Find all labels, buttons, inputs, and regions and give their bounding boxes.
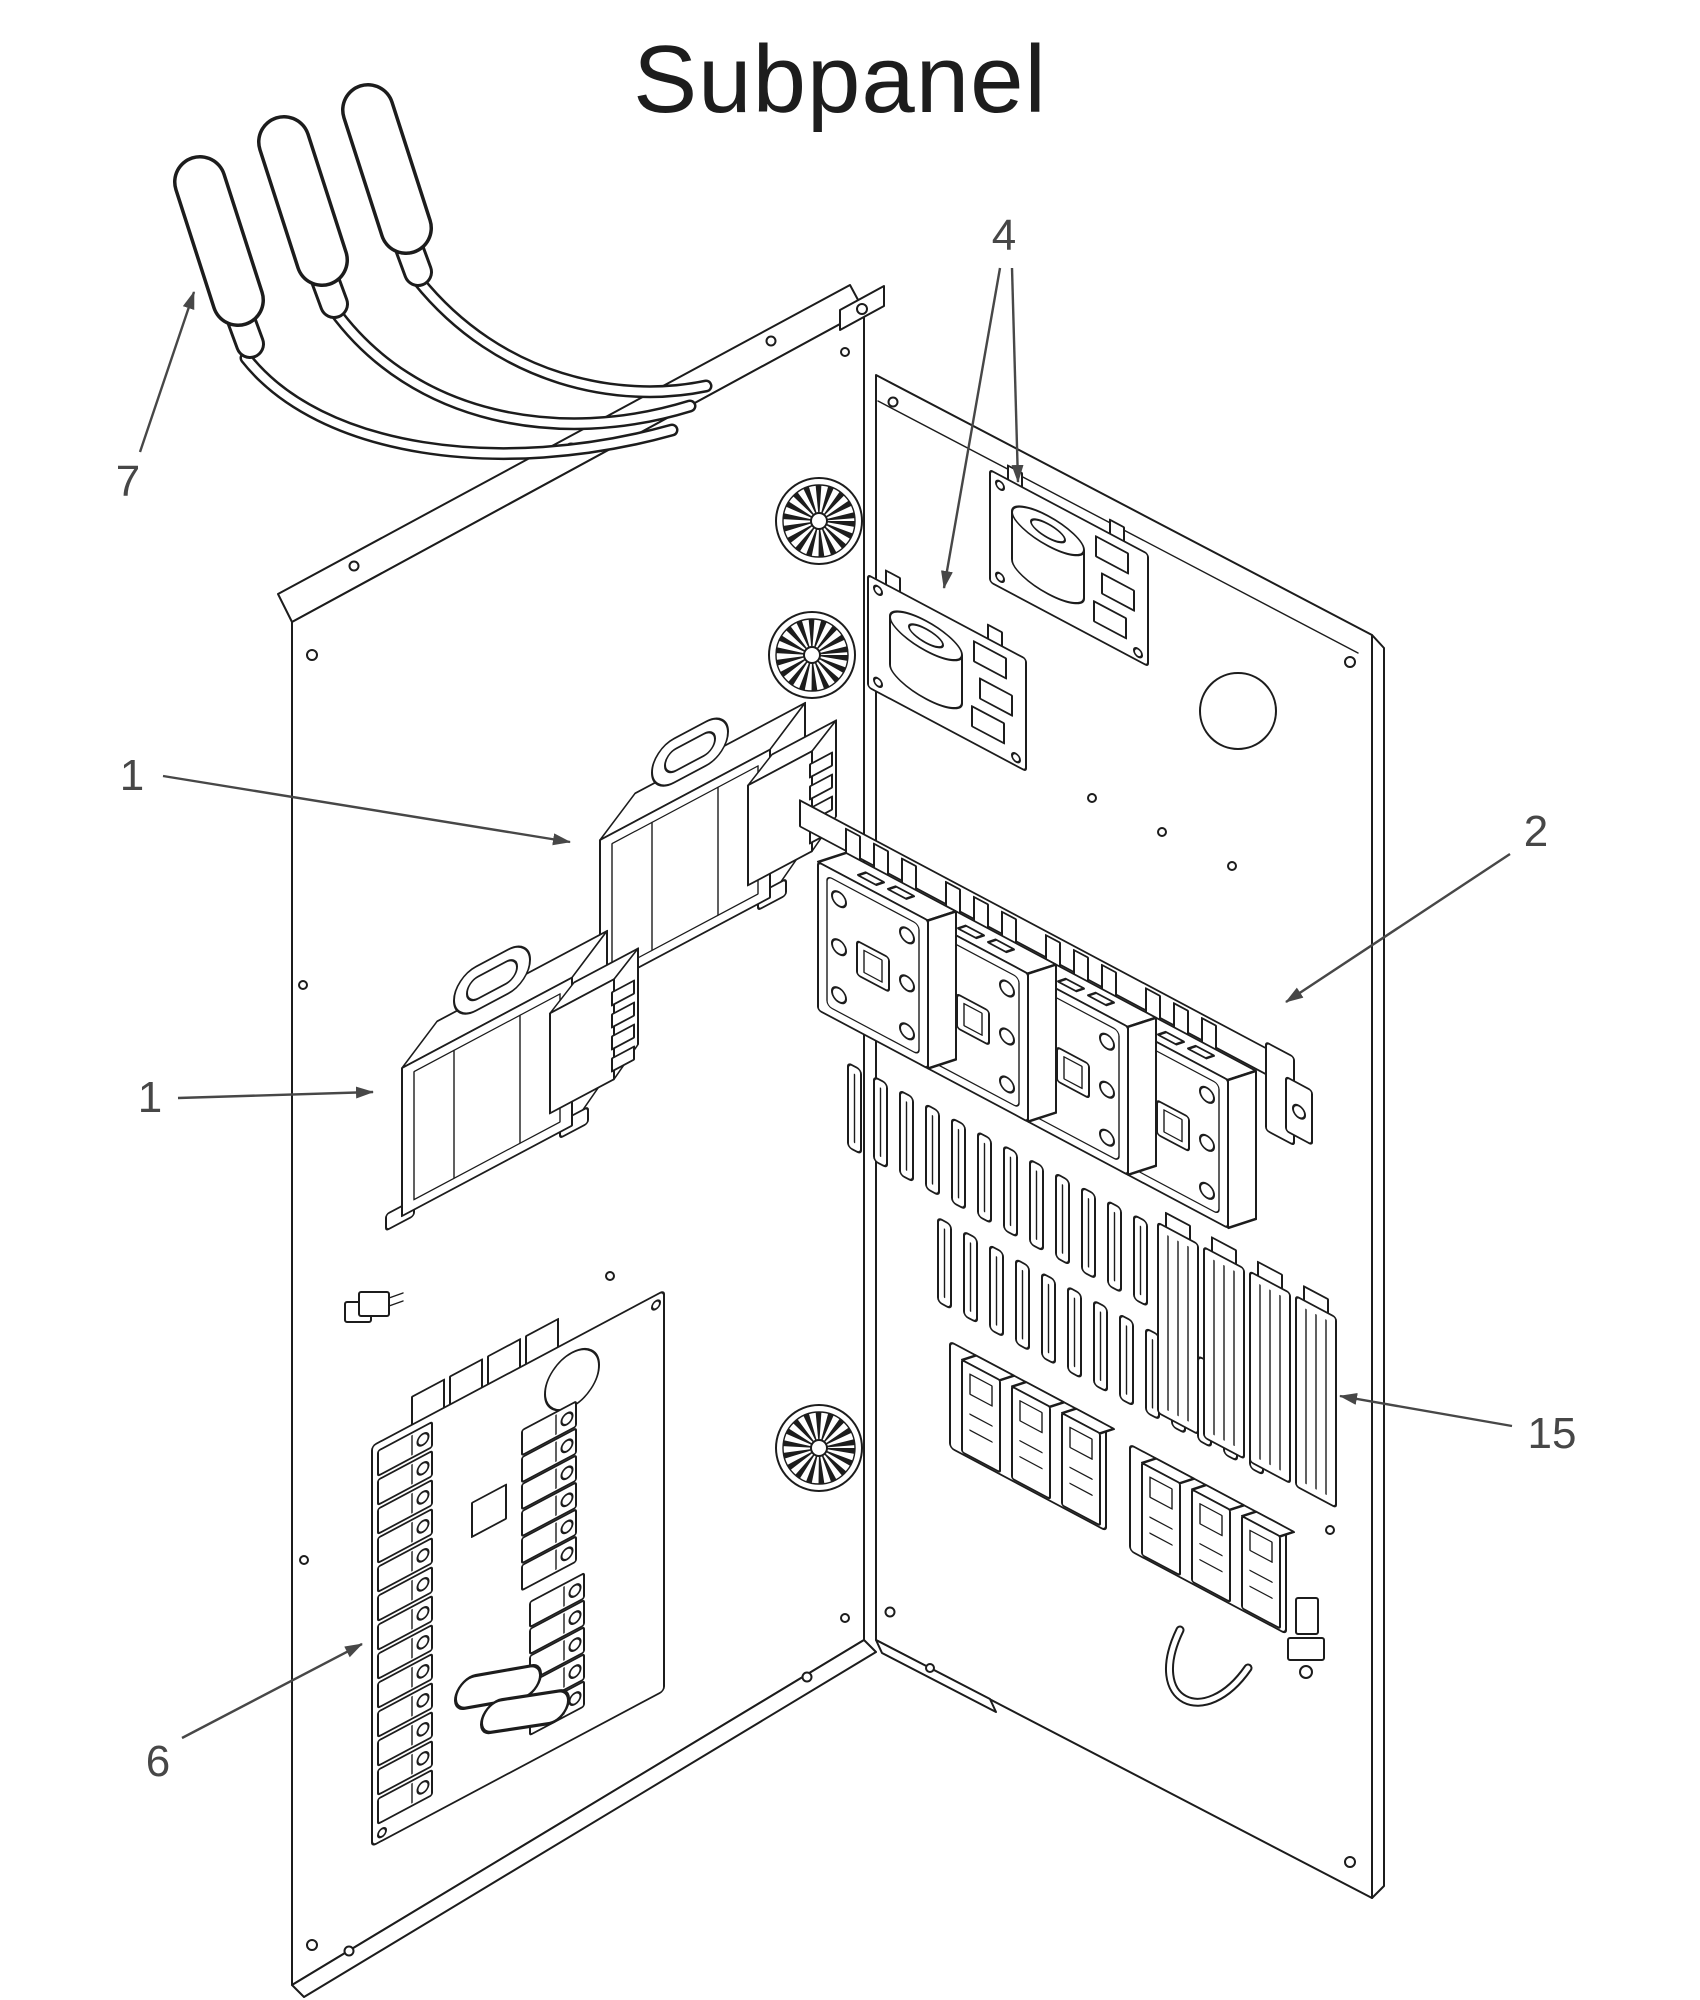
vent-grille-bottom (776, 1405, 862, 1491)
callout-1-lower-leader (177, 1086, 374, 1100)
callout-15-label: 15 (1528, 1409, 1577, 1458)
callout-2-label: 2 (1524, 807, 1548, 856)
callout-6-label: 6 (146, 1737, 170, 1786)
panel-right-bottom-tab (875, 1639, 997, 1713)
cable-assembly (173, 83, 713, 461)
panel-left-bottom-flange (291, 1639, 877, 1998)
cable-connector-1 (173, 155, 265, 359)
callout-7: 7 (116, 291, 196, 506)
pcb-screw (651, 1299, 661, 1311)
callout-6-leader (181, 1642, 363, 1740)
callouts: 7 1 1 4 2 15 6 (116, 211, 1577, 1786)
callout-1-lower: 1 (138, 1073, 374, 1122)
vent-grille-top-1 (776, 478, 862, 564)
din-rail-end-clamp (1265, 1042, 1313, 1146)
callout-1-upper-leader (162, 774, 571, 846)
contactor-bank (799, 799, 1338, 1509)
terminal-strip-upper-right (520, 1400, 578, 1592)
panel-left-face (277, 284, 877, 1998)
callout-4: 4 (941, 211, 1024, 589)
pcb (371, 1291, 665, 1846)
callout-15-leader (1339, 1393, 1513, 1428)
callout-2: 2 (1285, 807, 1548, 1004)
callout-1-upper: 1 (120, 751, 571, 846)
panel-right-edge-hem (1371, 634, 1385, 1899)
ic-chip (471, 1483, 507, 1538)
vent-grille-top-2 (769, 612, 855, 698)
callout-1-upper-label: 1 (120, 751, 144, 800)
cable-connector-3 (341, 83, 433, 287)
callout-7-label: 7 (116, 457, 140, 506)
panel-access-hole (1199, 672, 1277, 750)
connector-part (344, 1291, 404, 1323)
callout-4-label: 4 (992, 211, 1016, 260)
callout-4-leader-right (1010, 267, 1024, 483)
callout-1-lower-label: 1 (138, 1073, 162, 1122)
fold-top-tab-hole (856, 303, 868, 315)
callout-15: 15 (1339, 1393, 1577, 1458)
control-board (371, 1291, 665, 1846)
cable-connector-2 (257, 115, 349, 319)
pcb-screw (377, 1827, 387, 1839)
callout-4-leader-left (941, 267, 1002, 589)
callout-2-leader (1285, 852, 1511, 1004)
callout-6: 6 (146, 1642, 363, 1786)
callout-7-leader (138, 291, 196, 453)
capacitor-cylinders (454, 1663, 570, 1735)
page-title: Subpanel (633, 26, 1047, 133)
mounting-holes-right (884, 396, 1356, 1868)
clamp-part (1287, 1597, 1325, 1679)
